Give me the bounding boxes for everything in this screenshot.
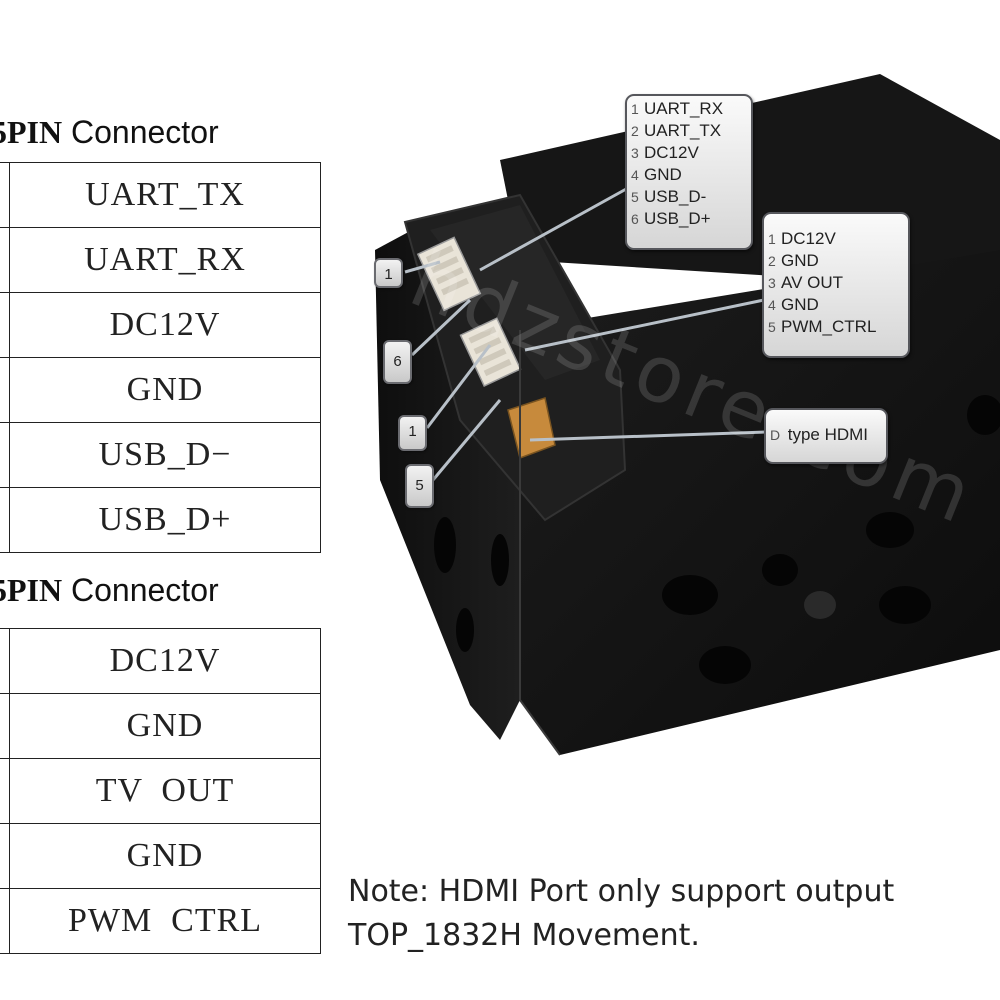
pin-label: GND: [781, 251, 819, 270]
table-row: DC12V: [0, 628, 321, 694]
pin-tag: 5: [405, 464, 434, 508]
pin-label: PWM_CTRL: [781, 317, 877, 336]
note-line-1: Note: HDMI Port only support output: [348, 874, 895, 909]
table-row: DC12V: [0, 292, 321, 358]
table-row: USB_D+: [0, 487, 321, 553]
connector-6pin-white: [416, 236, 482, 312]
pin-number: 3: [768, 275, 776, 291]
pin-signal: USB_D+: [9, 487, 321, 553]
connector-b-heading: 5PIN Connector: [0, 572, 219, 609]
camera-front-face: [515, 250, 1000, 755]
pin-signal: DC12V: [9, 292, 321, 358]
pin-label: USB_D+: [644, 209, 711, 228]
pin-label: GND: [781, 295, 819, 314]
callout-row: 3 AV OUT: [768, 272, 904, 294]
table-row: PWM CTRL: [0, 888, 321, 954]
callout-row: 2 GND: [768, 250, 904, 272]
pin-number: 2: [768, 253, 776, 269]
pin-label: DC12V: [781, 229, 836, 248]
connector-a-heading-bold: 5PIN: [0, 114, 63, 150]
table-row: UART_RX: [0, 227, 321, 293]
mounting-holes: [434, 395, 1000, 684]
callout-row: 4 GND: [631, 164, 747, 186]
pin-label: UART_RX: [644, 99, 724, 118]
pin-number: 3: [631, 145, 639, 161]
table-row: GND: [0, 693, 321, 759]
pin-label: USB_D-: [644, 187, 707, 206]
table-row: GND: [0, 357, 321, 423]
pin-tag: 1: [398, 415, 427, 451]
connector-b-heading-text: Connector: [71, 572, 219, 608]
connector-a-heading: 5PIN Connector: [0, 114, 219, 151]
pin-signal: USB_D−: [9, 422, 321, 488]
pin-signal: UART_RX: [9, 227, 321, 293]
pin-label: GND: [644, 165, 682, 184]
pin-label: AV OUT: [781, 273, 844, 292]
port-letter: D: [770, 427, 781, 443]
pin-signal: PWM CTRL: [9, 888, 321, 954]
callout-row: 3 DC12V: [631, 142, 747, 164]
callout-row: 5 PWM_CTRL: [768, 316, 904, 338]
pin-number: 2: [631, 123, 639, 139]
connector-b-heading-bold: 5PIN: [0, 572, 63, 608]
callout-row: 4 GND: [768, 294, 904, 316]
pin-signal: GND: [9, 693, 321, 759]
table-row: GND: [0, 823, 321, 889]
connector-5pin-white: [459, 317, 522, 387]
connector-b-table: DC12V GND TV OUT GND PWM CTRL: [0, 628, 321, 954]
pin-number: 6: [631, 211, 639, 227]
pin-number: 5: [768, 319, 776, 335]
table-row: USB_D−: [0, 422, 321, 488]
pin-signal: TV OUT: [9, 758, 321, 824]
callout-row: 5 USB_D-: [631, 186, 747, 208]
hdmi-note: Note: HDMI Port only support output TOP_…: [348, 870, 894, 958]
pin-number: 5: [631, 189, 639, 205]
pin-signal: DC12V: [9, 628, 321, 694]
callout-row: 1 DC12V: [768, 228, 904, 250]
pin-number: 4: [631, 167, 639, 183]
pin-number: 1: [631, 101, 639, 117]
table-row: UART_TX: [0, 162, 321, 228]
pin-signal: GND: [9, 823, 321, 889]
port-label: type HDMI: [787, 425, 869, 444]
callout-row: 2 UART_TX: [631, 120, 747, 142]
callout-row: 1 UART_RX: [631, 98, 747, 120]
pin-label: DC12V: [644, 143, 699, 162]
pin-tag: 1: [374, 258, 403, 288]
leader-lines: [404, 186, 767, 481]
note-line-2: TOP_1832H Movement.: [348, 918, 700, 953]
callout-hdmi: D type HDMI: [764, 408, 888, 464]
pin-tag: 6: [383, 340, 412, 384]
table-row: TV OUT: [0, 758, 321, 824]
pin-number: 4: [768, 297, 776, 313]
connector-a-heading-text: Connector: [71, 114, 219, 150]
pin-signal: GND: [9, 357, 321, 423]
pin-number: 1: [768, 231, 776, 247]
connector-a-table: UART_TX UART_RX DC12V GND USB_D− USB_D+: [0, 162, 321, 553]
callout-row: D type HDMI: [770, 424, 882, 446]
pin-signal: UART_TX: [9, 162, 321, 228]
callout-row: 6 USB_D+: [631, 208, 747, 230]
pin-label: UART_TX: [644, 121, 722, 140]
